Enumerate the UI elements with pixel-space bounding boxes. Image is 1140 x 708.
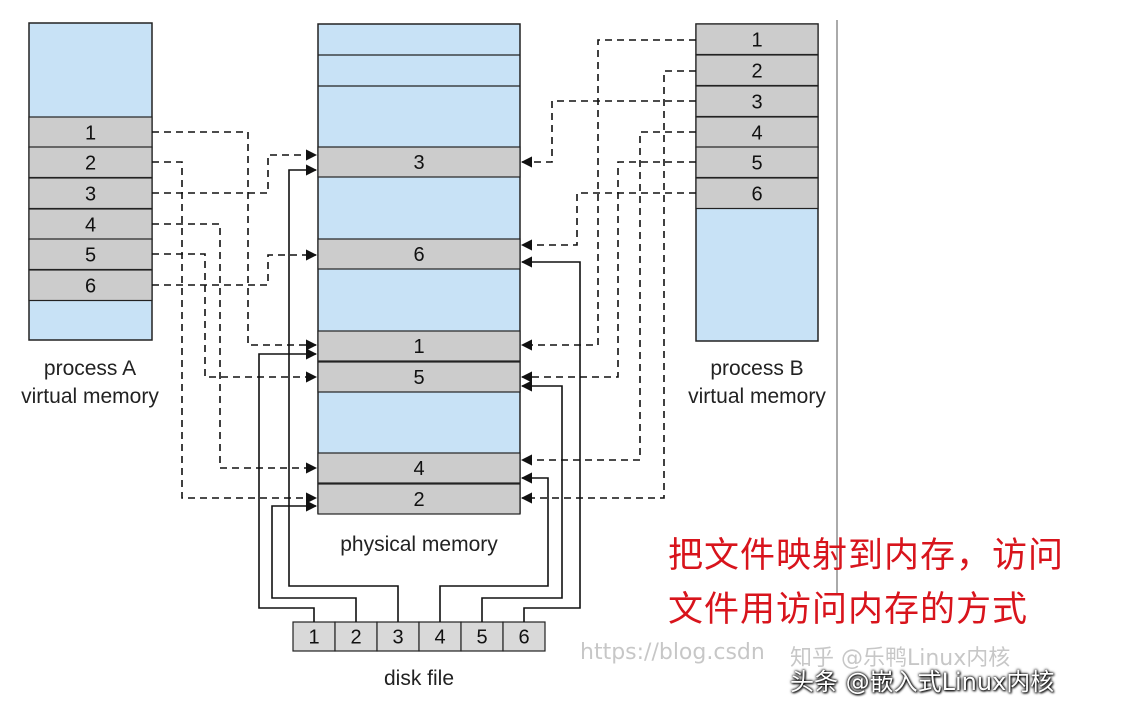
process-a-sublabel: virtual memory [21, 385, 159, 408]
mapping-a6-arrow [152, 249, 318, 286]
disk-block-5-label: 5 [476, 627, 487, 649]
disk-block-1-to-frame-arrow [258, 348, 318, 622]
caption-line-1: 把文件映射到内存，访问 [668, 536, 1065, 576]
disk-block-1-label: 1 [308, 627, 319, 649]
physical-frame-6-label: 6 [413, 244, 424, 266]
disk-block-3-label: 3 [392, 627, 403, 649]
mapping-b5-arrow [520, 161, 696, 383]
disk-block-2-label: 2 [350, 627, 361, 649]
process-a-pages: 1 2 3 4 5 6 [28, 116, 153, 302]
process-b-label: process B [710, 357, 803, 380]
process-a-virtual-memory: 1 2 3 4 5 6 process A virtual memory [21, 22, 159, 408]
disk-block-6-cell [502, 621, 546, 652]
process-b-mappings [520, 39, 696, 504]
process-b-page-3-label: 3 [751, 91, 762, 113]
process-b-page-4-label: 4 [751, 122, 762, 144]
disk-block-2-to-frame-arrow [271, 500, 357, 622]
process-b-pages: 1 2 3 4 5 6 [695, 23, 819, 210]
physical-frame-3-label: 3 [413, 152, 424, 174]
footer-credit: 头条 @嵌入式Linux内核 [790, 668, 1055, 696]
process-b-sublabel: virtual memory [688, 385, 826, 408]
disk-file: 1 2 3 4 5 6 disk file [292, 621, 546, 690]
physical-memory: 3 6 1 5 4 2 physical memory [317, 23, 521, 556]
process-a-page-5-cell [28, 238, 153, 271]
physical-frame-1-label: 1 [413, 336, 424, 358]
disk-mappings [258, 164, 581, 622]
process-b-page-2-label: 2 [751, 60, 762, 82]
physical-frame-4-label: 4 [413, 458, 424, 480]
physical-frame-5-label: 5 [413, 367, 424, 389]
physical-frame-4-cell [317, 452, 521, 484]
process-b-page-6-cell [695, 177, 819, 210]
mapping-a1-arrow [152, 131, 318, 351]
process-b-page-5-label: 5 [751, 152, 762, 174]
mapping-a2-arrow [152, 161, 318, 504]
process-a-page-1-cell [28, 116, 153, 149]
process-b-page-2-cell [695, 54, 819, 87]
mapping-a3-arrow [152, 149, 318, 194]
physical-memory-label: physical memory [340, 533, 498, 556]
disk-block-5-cell [460, 621, 504, 652]
physical-frame-5-cell [317, 361, 521, 393]
disk-block-5-to-frame-arrow [481, 380, 563, 622]
process-a-page-6-label: 6 [85, 275, 96, 297]
mapping-b6-arrow [520, 192, 696, 251]
process-a-page-2-label: 2 [85, 152, 96, 174]
mapping-b1-arrow [520, 39, 696, 351]
physical-frame-2-label: 2 [413, 489, 424, 511]
mapping-b4-arrow [520, 131, 696, 466]
mapping-a5-arrow [152, 253, 318, 383]
disk-block-4-label: 4 [434, 627, 445, 649]
process-b-page-6-label: 6 [751, 183, 762, 205]
mapping-b2-arrow [520, 70, 696, 504]
physical-frame-1-cell [317, 330, 521, 362]
disk-block-4-to-frame-arrow [439, 472, 549, 622]
physical-frame-3-cell [317, 146, 521, 178]
disk-block-6-label: 6 [518, 627, 529, 649]
disk-block-6-to-frame-arrow [520, 256, 581, 622]
physical-frame-6-cell [317, 238, 521, 270]
process-a-page-5-label: 5 [85, 244, 96, 266]
process-b-page-1-label: 1 [751, 29, 762, 51]
process-a-mappings [152, 131, 318, 504]
process-a-page-6-cell [28, 269, 153, 302]
disk-block-2-cell [334, 621, 378, 652]
process-a-page-3-label: 3 [85, 183, 96, 205]
mapping-b3-arrow [520, 100, 696, 168]
disk-block-3-to-frame-arrow [288, 164, 399, 622]
physical-frame-2-cell [317, 483, 521, 515]
caption-line-2: 文件用访问内存的方式 [668, 590, 1029, 630]
mapping-a4-arrow [152, 223, 318, 474]
csdn-watermark: https://blog.csdn [580, 640, 765, 665]
disk-blocks: 1 2 3 4 5 6 [292, 621, 546, 652]
process-a-page-1-label: 1 [85, 122, 96, 144]
process-a-page-4-label: 4 [85, 214, 96, 236]
process-b-page-3-cell [695, 85, 819, 118]
physical-frames: 3 6 1 5 4 2 [317, 146, 521, 515]
process-b-page-5-cell [695, 146, 819, 179]
process-a-label: process A [44, 357, 136, 380]
zhihu-watermark: 知乎 @乐鸭Linux内核 [790, 646, 1011, 671]
process-b-virtual-memory: 1 2 3 4 5 6 process B virtual memory [688, 23, 826, 408]
disk-file-label: disk file [384, 667, 454, 690]
disk-block-4-cell [418, 621, 462, 652]
